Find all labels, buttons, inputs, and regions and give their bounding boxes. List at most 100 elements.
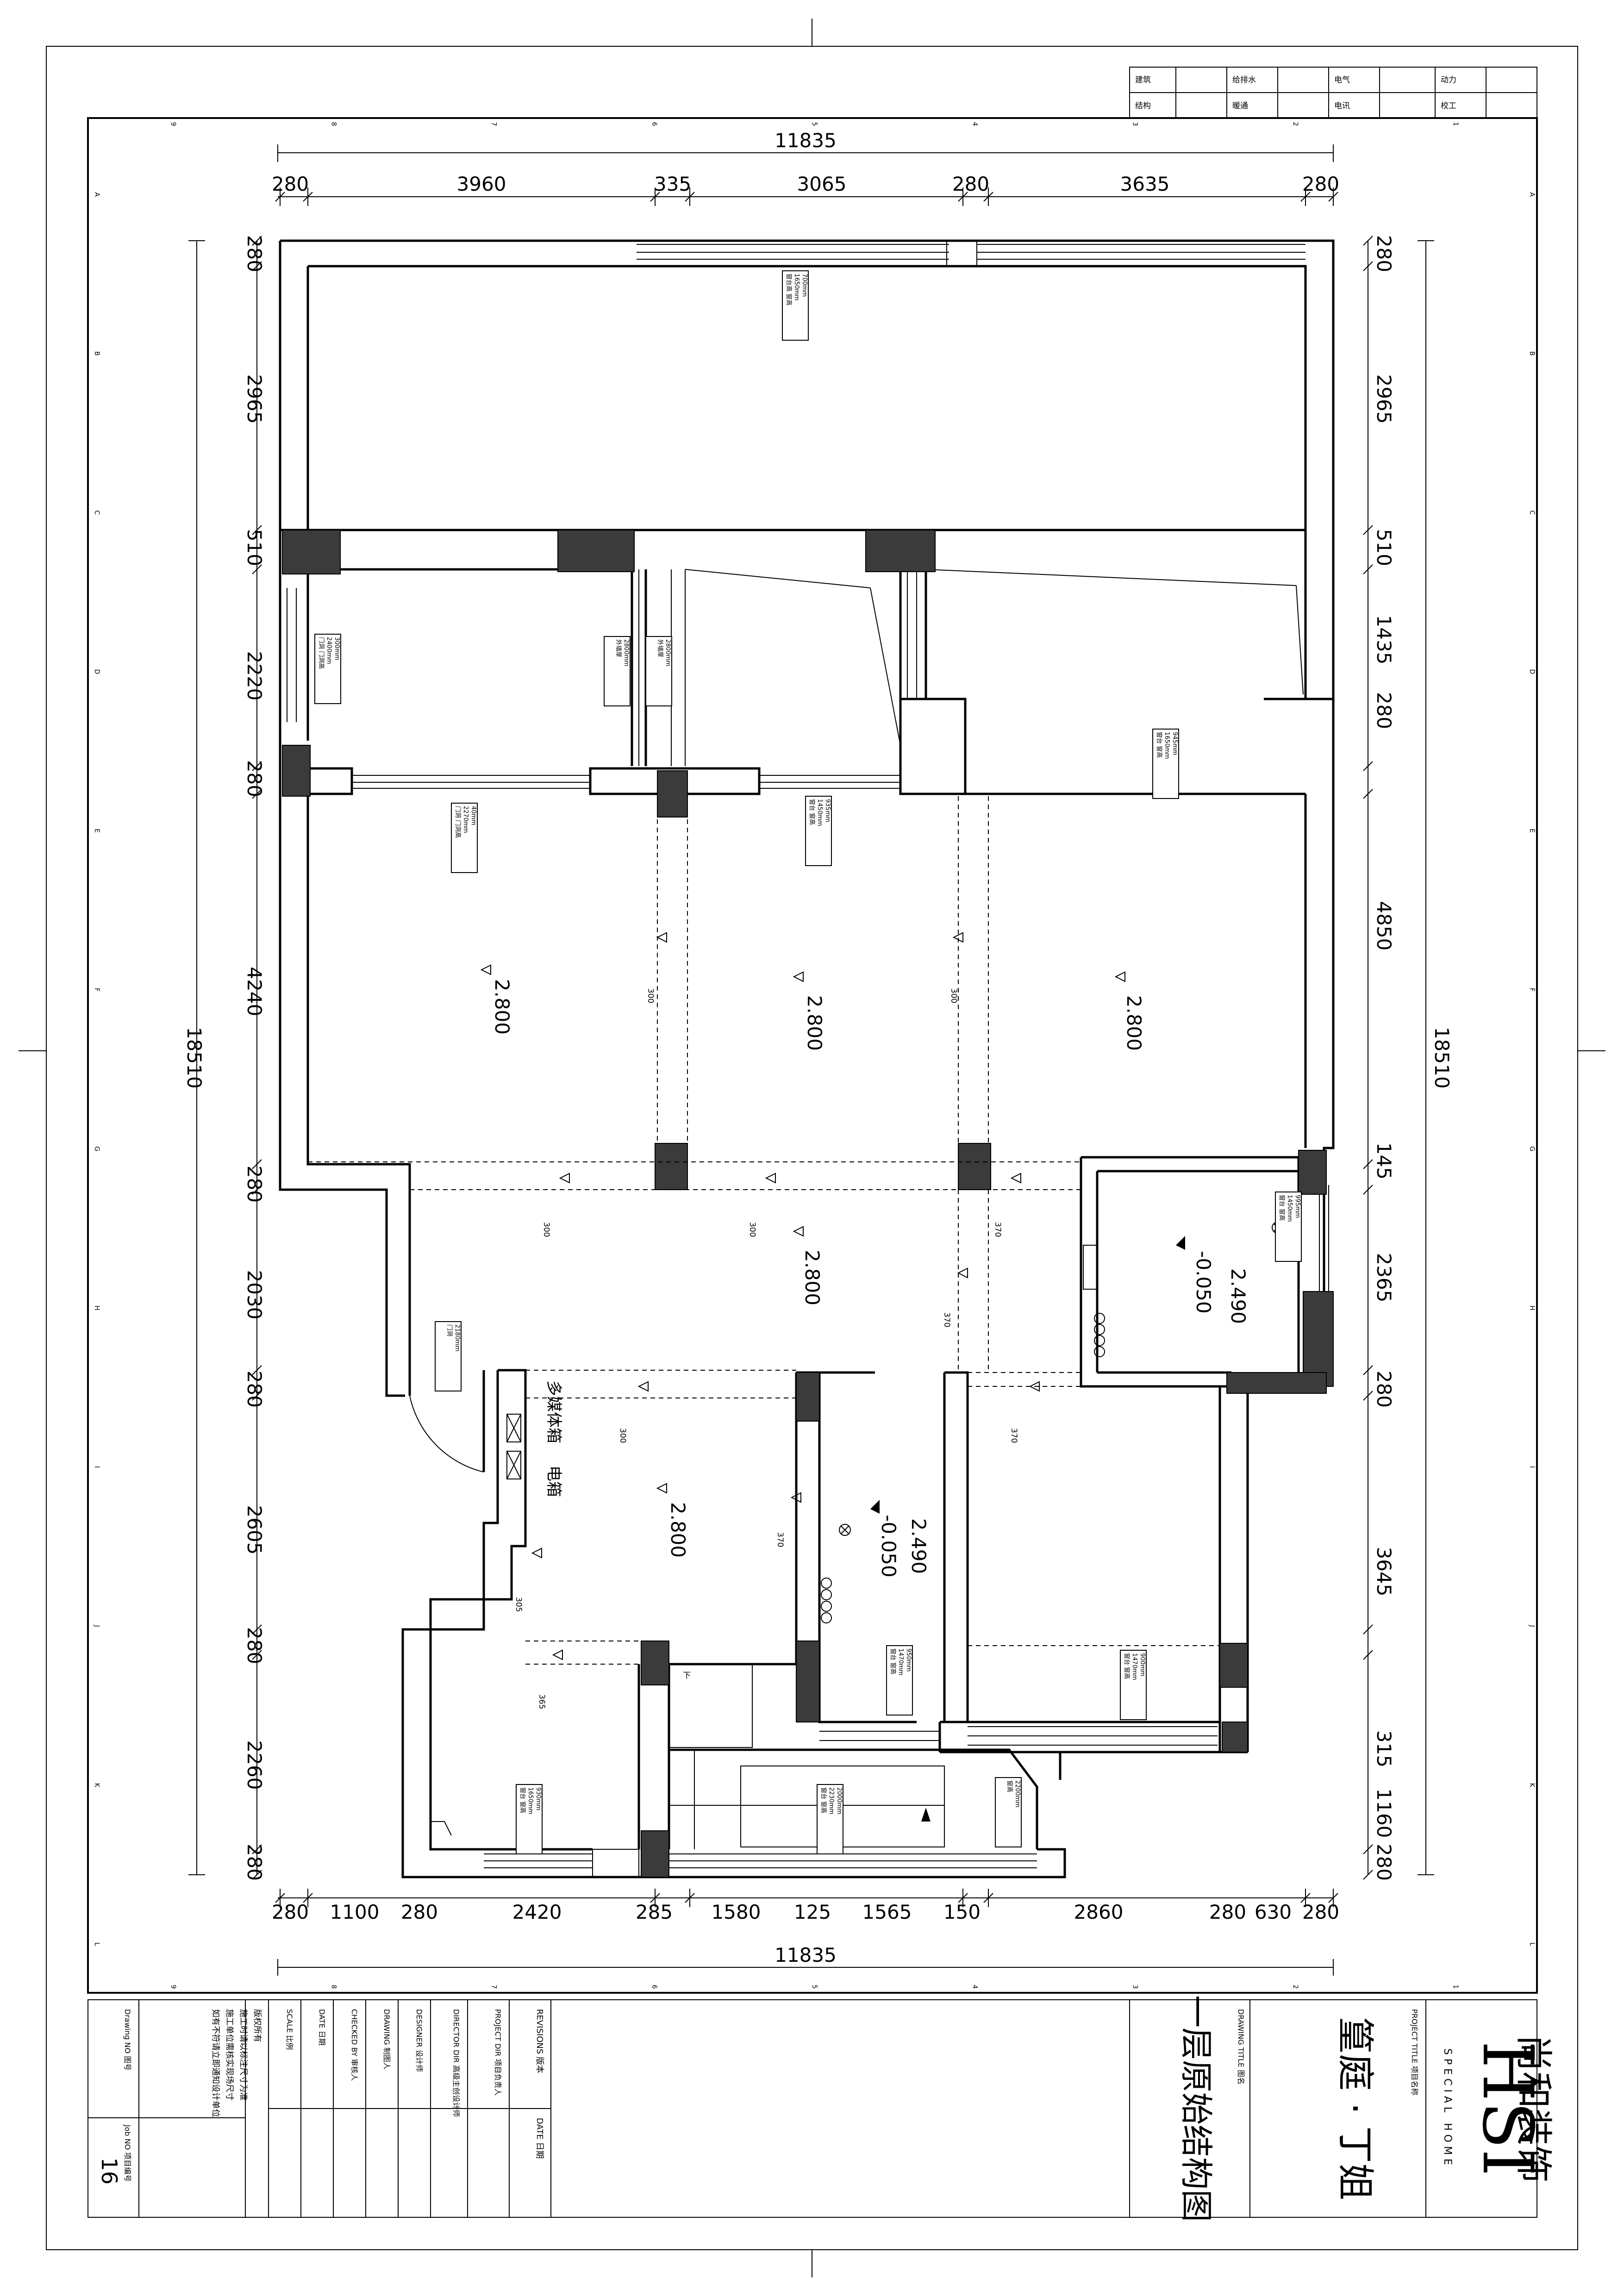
grid-letter-left: H <box>93 1305 100 1310</box>
drawing-no-label: Drawing NO 图号 <box>123 2009 132 2071</box>
beam-depth: 300 <box>748 1222 757 1237</box>
grid-letter-left: J <box>93 1625 100 1627</box>
signoff-hvac: 暖通 <box>1232 101 1248 111</box>
beams <box>308 796 1220 1665</box>
opening-tag-text: 40mm <box>470 806 477 825</box>
title-block <box>87 1999 1537 2218</box>
ceiling-height: 2.490 <box>1227 1268 1249 1324</box>
dim-right-11: 1160 <box>1373 1789 1395 1838</box>
dim-overall-width-top: 11835 <box>775 129 837 152</box>
grid-letter-left: B <box>93 351 100 356</box>
level-markers <box>480 932 1125 1660</box>
opening-tag-text: 窗台高 窗高 <box>785 274 793 306</box>
signoff-telecom: 电讯 <box>1334 101 1350 111</box>
drawing-by-label: DRAWING 制图人 <box>382 2009 391 2070</box>
staircase <box>668 1664 945 1849</box>
project-title: 篁庭 · 丁姐 <box>1334 2017 1377 2200</box>
dim-right-3: 1435 <box>1373 615 1395 665</box>
dim-left-3: 2220 <box>243 651 266 701</box>
grid-letter-left: F <box>93 988 100 992</box>
column <box>657 770 688 817</box>
grid-letter-left: L <box>93 1942 100 1946</box>
dim-overall-height-left: 18510 <box>183 1027 206 1089</box>
beam-depth: 300 <box>618 1428 627 1443</box>
column <box>1222 1722 1248 1753</box>
opening-tag-text: 窗台 窗高 <box>889 1648 897 1674</box>
revisions-label: REVISIONS 版本 <box>535 2009 544 2073</box>
opening-tag-text: 2800mm <box>664 639 671 666</box>
dim-left-1: 2965 <box>243 374 266 424</box>
dim-left-7: 2030 <box>243 1270 266 1320</box>
grid-number-top: 5 <box>811 122 818 126</box>
grid-letter-right: C <box>1528 510 1536 515</box>
opening-tag-text: 1650mm <box>793 274 800 300</box>
job-no: 16 <box>97 2158 122 2185</box>
copyright-line: 版权所有 <box>252 2009 262 2042</box>
opening-tag-text: 外墙厚 <box>615 639 622 657</box>
grid-number-top: 2 <box>1292 122 1299 126</box>
drawing-title-label: DRAWING TITLE 图名 <box>1237 2009 1245 2084</box>
grid-letter-right: D <box>1528 669 1536 674</box>
dim-left-12: 280 <box>243 1844 266 1881</box>
drawing-title: 一层原始结构图 <box>1177 1995 1215 2222</box>
dim-top-4: 280 <box>952 173 989 195</box>
grid-number-bottom: 4 <box>971 1985 978 1989</box>
job-no-label: Job NO 项目编号 <box>123 2124 132 2182</box>
dim-bottom-11: 630 <box>1255 1901 1292 1923</box>
walls <box>279 239 1335 1878</box>
opening-tag-text: 900mm <box>1139 1653 1146 1676</box>
grid-letter-right: J <box>1528 1625 1536 1627</box>
opening-tag-text: 1450mm <box>1286 1195 1293 1222</box>
column <box>1303 1291 1334 1387</box>
grid-number-bottom: 2 <box>1292 1985 1299 1989</box>
dim-right-6: 145 <box>1373 1142 1395 1179</box>
grid-letter-right: E <box>1528 829 1536 833</box>
grid-number-top: 8 <box>330 122 337 126</box>
beam-depth: 300 <box>949 988 958 1003</box>
dim-bottom-9: 2860 <box>1074 1901 1124 1923</box>
grid-number-top: 6 <box>650 122 658 126</box>
grid-letter-right: A <box>1528 192 1536 197</box>
column <box>1226 1372 1327 1394</box>
beam-depth: 300 <box>542 1222 551 1237</box>
windows <box>287 240 1329 1878</box>
drawing-border <box>87 117 1538 1994</box>
dim-right-12: 280 <box>1373 1844 1395 1881</box>
grid-letter-right: L <box>1528 1942 1536 1946</box>
grid-letter-right: F <box>1528 988 1536 992</box>
copyright-line: 施工时请以标注尺寸为准 <box>238 2009 248 2101</box>
floor-level: -0.050 <box>1192 1251 1215 1313</box>
stair-down-label: 下 <box>683 1671 691 1680</box>
project-dir-label: PROJECT DIR 项目负责人 <box>493 2009 502 2096</box>
beam-depth: 305 <box>514 1597 523 1612</box>
opening-tag-text: 1470mm <box>1131 1653 1138 1680</box>
opening-tag-text: 窗台 窗高 <box>1123 1653 1131 1679</box>
dim-right-4: 280 <box>1373 692 1395 729</box>
dim-left-2: 510 <box>243 529 266 566</box>
signoff-plumbing: 给排水 <box>1232 75 1256 85</box>
grid-letter-right: G <box>1528 1146 1536 1151</box>
beam-depth: 370 <box>993 1222 1002 1237</box>
dim-left-5: 4240 <box>243 967 266 1017</box>
column <box>1219 1643 1248 1688</box>
dim-top-2: 335 <box>654 173 691 195</box>
opening-tag-text: 窗台 窗高 <box>808 799 816 825</box>
opening-tag-text: 门洞 门洞高 <box>318 637 325 669</box>
company-logo: HSI SPECIAL HOME 尚和装饰 <box>1442 2034 1555 2183</box>
opening-tag-text: 1650mm <box>527 1787 534 1814</box>
opening-tag-text: 950mm <box>905 1648 912 1672</box>
ceiling-height: 2.490 <box>907 1518 930 1574</box>
dim-bottom-2: 280 <box>401 1901 438 1923</box>
signoff-check: 校工 <box>1441 101 1456 111</box>
column <box>655 1143 688 1190</box>
dim-right-0: 280 <box>1373 235 1395 272</box>
dim-right-5: 4850 <box>1373 901 1395 951</box>
